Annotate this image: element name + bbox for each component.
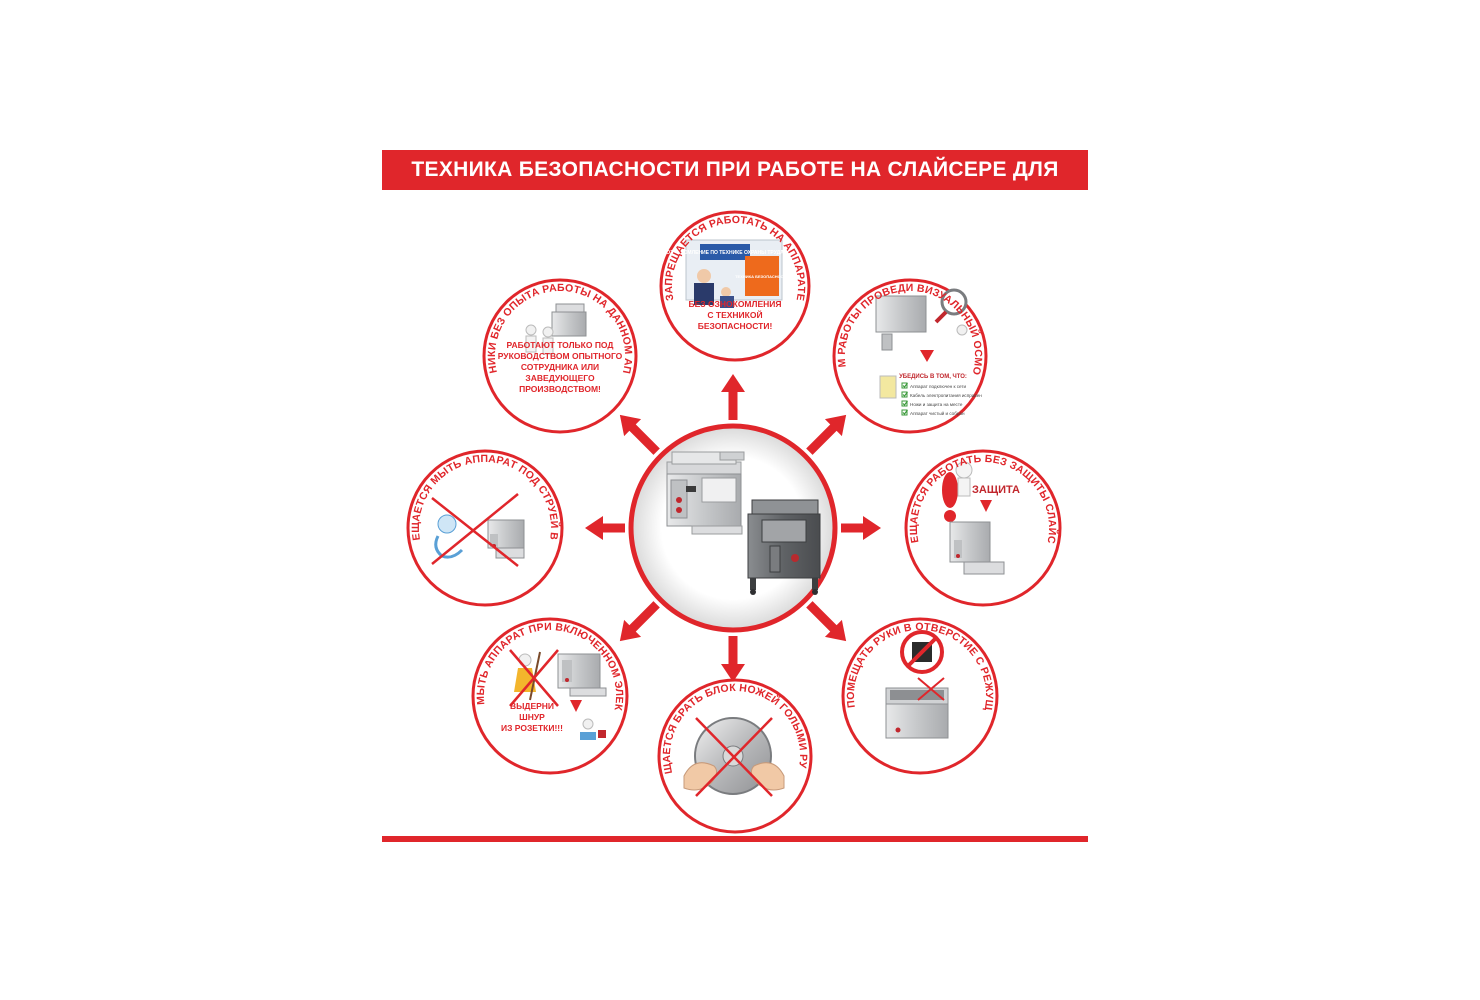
rule-top-left-content [525,303,587,355]
exclamation-icon [942,472,958,508]
rule-inner-line-bottom-left-0: ВЫДЕРНИ [510,701,554,711]
arrows-group [585,374,881,682]
trainer-icon [697,269,711,283]
rule-circle-left [406,449,564,607]
trainee-icon [721,287,731,297]
rule-circle-top-right [832,278,988,434]
arrow-4 [841,516,881,540]
bottom-rule-line [382,836,1088,842]
rule-right-content: ЗАЩИТА [942,461,1020,575]
center-hub [628,423,838,633]
rule-arc-text-right: ЗАПРЕЩАЕТСЯ РАБОТАТЬ БЕЗ ЗАЩИТЫ СЛАЙСЕРА… [0,0,1059,545]
cross-line-2 [431,497,519,567]
arrow-0 [721,374,745,420]
title-banner: ТЕХНИКА БЕЗОПАСНОСТИ ПРИ РАБОТЕ НА СЛАЙС… [382,150,1088,221]
water-figure-head [437,514,457,534]
arrow-6 [721,636,745,682]
rule-bottom-right-content [885,630,949,739]
rule-inner-line-top-left-0: РАБОТАЮТ ТОЛЬКО ПОД [507,340,614,350]
rule-inner-line-top-left-2: СОТРУДНИКА ИЛИ [521,362,599,372]
board-poster-text: ТЕХНИКА БЕЗОПАСНОСТИ [735,274,789,279]
arrow-5 [619,601,660,642]
rule-top-right-content: УБЕДИСЬ В ТОМ, ЧТО: Аппарат подключен к … [875,288,982,416]
trainee-body [720,296,734,308]
magnifier-icon [940,288,968,316]
check-icon-1 [901,391,908,398]
check-icon-0 [901,382,908,389]
check-icon-3 [901,409,908,416]
rule-left-content [431,493,525,567]
slicer-small-icon [551,311,587,337]
rule-inner-line-bottom-left-1: ШНУР [519,712,545,722]
unplug-arrow-icon [570,700,582,712]
slicer-inspect-icon [875,295,927,333]
rule-inner-line-top-left-4: ПРОИЗВОДСТВОМ! [519,384,601,394]
slicer-body-icon [885,703,949,739]
rule-inner-line-top-0: БЕЗ ОЗНОКОМЛЕНИЯ [688,299,781,309]
checklist-title: УБЕДИСЬ В ТОМ, ЧТО: [899,374,967,380]
inspector-figure [956,324,968,336]
checklist-item-0: Аппарат подключен к сети [910,384,967,389]
rule-top-content: ОЗНАКОМЛЕНИЕ ПО ТЕХНИКЕ ОХРАНЫ ТРУДА ТЕХ… [666,239,789,308]
rule-bottom-content [683,717,785,797]
arrow-1 [619,414,660,455]
check-icon-2 [901,400,908,407]
rule-arc-text-bottom: ЗАПРЕЩАЕТСЯ БРАТЬ БЛОК НОЖЕЙ ГОЛЫМИ РУКА… [0,0,809,775]
checklist-item-1: Кабель электропитания исправен [910,393,982,398]
board-header-panel [700,244,750,260]
rule-bottom-left-content [509,649,607,740]
rule-arc-text-left: ЗАПРЕЩАЕТСЯ МЫТЬ АППАРАТ ПОД СТРУЕЙ ВОДЫ… [0,0,561,541]
arrow-2 [806,414,847,455]
arrow-3 [585,516,625,540]
rule-circle-top-left [482,278,638,434]
clipboard-icon [879,375,897,399]
slicer-dark-icon [747,499,821,595]
down-arrow-icon [920,350,934,362]
checklist-item-3: Аппарат чистый и собран [910,410,965,416]
board-poster [745,256,779,296]
arrow-7 [806,601,847,642]
cross-line-1 [431,493,519,565]
person-head-icon [525,324,537,336]
guard-label: ЗАЩИТА [972,484,1020,496]
plug-figure-icon [582,718,594,730]
rule-inner-line-bottom-left-2: ИЗ РОЗЕТКИ!!! [501,723,563,733]
checklist-item-2: Ножи и защита на месте [910,402,963,407]
trainer-body [694,283,714,305]
board-header-text: ОЗНАКОМЛЕНИЕ ПО ТЕХНИКЕ ОХРАНЫ ТРУДА [666,250,784,256]
guard-arrow-icon [980,500,992,512]
rule-inner-line-top-2: БЕЗОПАСНОСТИ! [698,321,773,331]
person-head-icon-2 [542,326,554,338]
rule-inner-line-top-left-1: РУКОВОДСТВОМ ОПЫТНОГО [498,351,623,361]
slicer-stainless-icon [666,451,745,535]
cross-line-6 [695,717,773,797]
rule-inner-line-top-1: С ТЕХНИКОЙ [707,309,762,320]
cross-line-4 [509,649,559,707]
rule-inner-line-top-left-3: ЗАВЕДУЮЩЕГО [525,373,595,383]
